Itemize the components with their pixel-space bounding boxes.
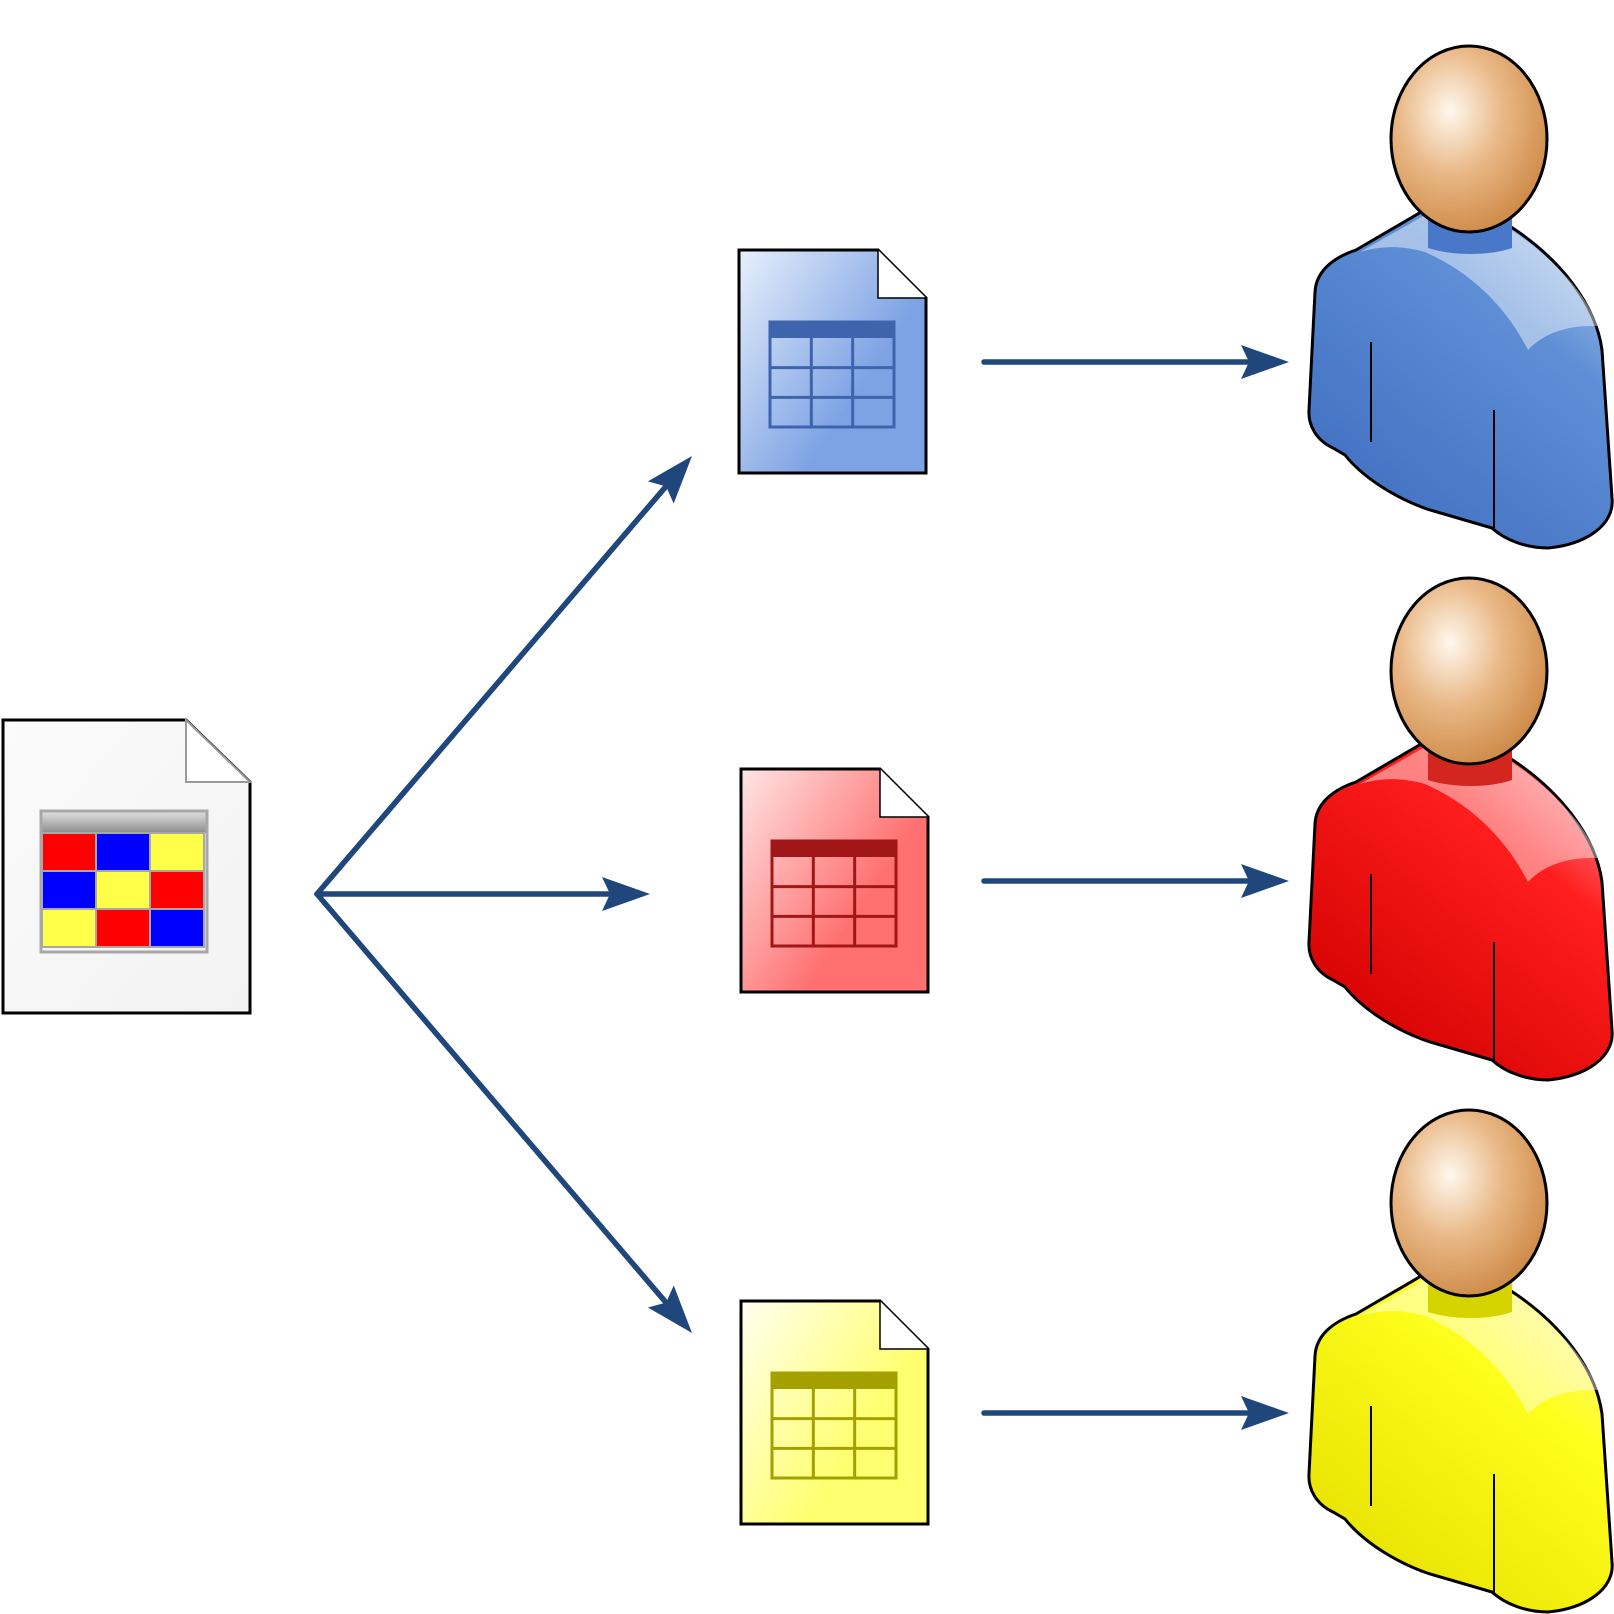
- user-arrow-red: [981, 864, 1289, 898]
- branch-documents: [737, 248, 930, 1526]
- fan-out-arrows: [314, 456, 692, 1333]
- users: [1307, 44, 1614, 1614]
- grid-cell: [95, 870, 151, 910]
- grid-cell: [41, 832, 97, 872]
- table-glyph: [770, 1371, 898, 1480]
- grid-cell: [149, 870, 205, 910]
- document-to-user-arrows: [981, 345, 1289, 1430]
- user-arrow-yellow: [981, 1396, 1289, 1430]
- fan-arrow-middle: [314, 877, 650, 911]
- table-glyph: [770, 839, 898, 948]
- user-arrow-blue: [981, 345, 1289, 379]
- table-glyph: [768, 320, 896, 429]
- blue-table-document-icon: [737, 248, 928, 475]
- grid-cell: [149, 832, 205, 872]
- fan-arrow-down: [314, 891, 692, 1333]
- red-table-document-icon: [739, 767, 930, 994]
- grid-cell: [41, 908, 97, 948]
- grid-cell: [41, 870, 97, 910]
- yellow-user-icon: [1307, 1108, 1614, 1614]
- red-user-icon: [1307, 576, 1614, 1082]
- grid-cell: [149, 908, 205, 948]
- spreadsheet-document-icon: [1, 717, 253, 1015]
- color-grid-table: [39, 809, 209, 954]
- yellow-table-document-icon: [739, 1299, 930, 1526]
- blue-user-icon: [1307, 44, 1614, 550]
- fan-arrow-up: [314, 456, 692, 897]
- grid-cell: [95, 832, 151, 872]
- grid-cell: [95, 908, 151, 948]
